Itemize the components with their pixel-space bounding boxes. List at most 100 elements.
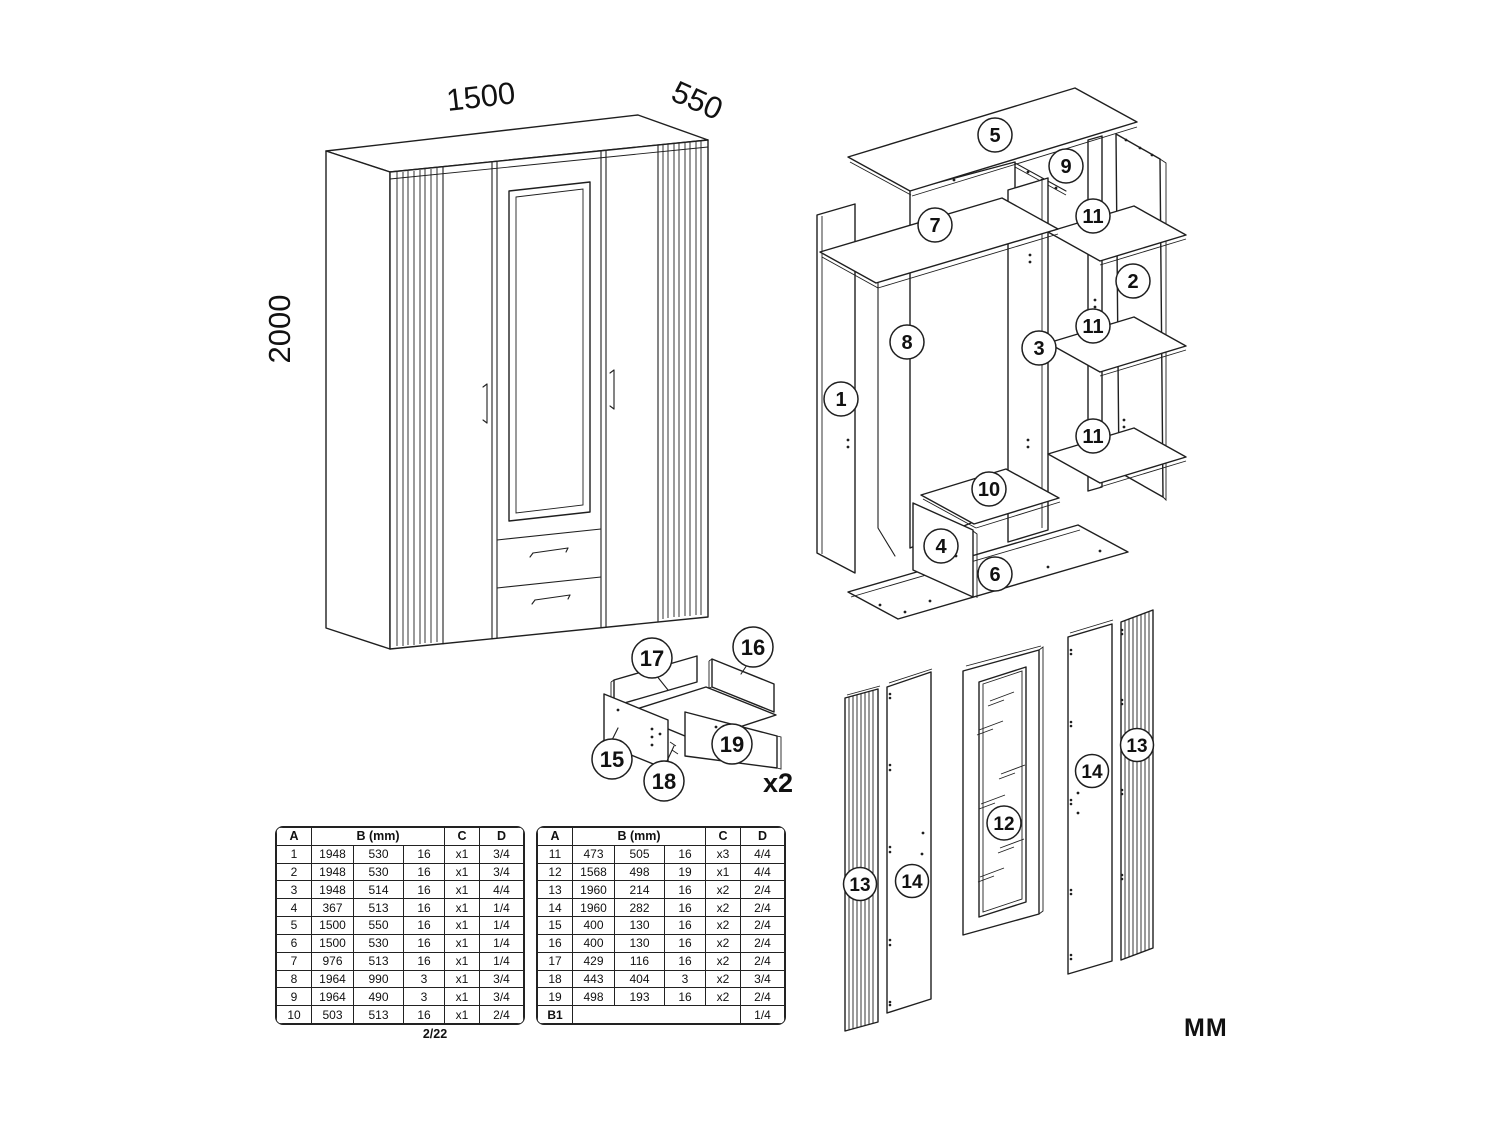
callout-part-18: 18 (643, 760, 685, 802)
table-cell: 513 (353, 898, 404, 918)
table-header-cell: C (705, 827, 741, 846)
table-cell: 16 (664, 898, 706, 918)
table-cell: 3 (276, 880, 312, 900)
table-cell: 514 (353, 880, 404, 900)
table-cell: 498 (572, 987, 615, 1007)
table-header-cell: D (479, 827, 524, 846)
wardrobe-overview-drawing: 1500 550 2000 (262, 74, 728, 650)
table-cell: 6 (276, 933, 312, 953)
svg-text:5: 5 (989, 125, 1000, 147)
table-cell: 1/4 (479, 933, 524, 953)
dimension-height: 2000 (262, 295, 297, 364)
callout-part-3: 3 (1021, 330, 1057, 366)
table-cell: 11 (537, 844, 573, 864)
callout-part-17: 17 (631, 637, 673, 679)
table-cell: 4/4 (479, 880, 524, 900)
callout-part-9: 9 (1048, 148, 1084, 184)
svg-text:11: 11 (1082, 316, 1103, 338)
table-cell: 3/4 (740, 969, 785, 989)
callout-part-15: 15 (591, 738, 633, 780)
table-cell: 4/4 (740, 844, 785, 864)
fluted-strip-left (396, 168, 438, 646)
table-cell: 3/4 (479, 844, 524, 864)
drawer-handle-bottom (531, 594, 571, 605)
table-header-cell: D (740, 827, 785, 846)
table-cell: x2 (705, 951, 741, 971)
table-cell: x1 (444, 880, 480, 900)
table-cell: 1948 (311, 880, 354, 900)
table-cell: 5 (276, 916, 312, 935)
door-handle-right (609, 369, 615, 410)
svg-text:7: 7 (929, 215, 940, 237)
table-cell: 530 (353, 933, 404, 953)
svg-text:10: 10 (978, 479, 1000, 501)
table-cell: 2/4 (740, 916, 785, 935)
table-cell: 130 (614, 933, 665, 953)
table-cell: 193 (614, 987, 665, 1007)
callout-part-12: 12 (986, 805, 1022, 841)
table-cell: 513 (353, 1005, 404, 1024)
table-cell: x2 (705, 987, 741, 1007)
callout-part-16: 16 (732, 626, 774, 668)
table-cell: 116 (614, 951, 665, 971)
callout-part-19: 19 (711, 723, 753, 765)
table-cell: 1948 (311, 862, 354, 882)
table-cell: 2/4 (479, 1005, 524, 1024)
table-cell: 16 (664, 844, 706, 864)
svg-text:17: 17 (640, 646, 664, 671)
svg-text:1: 1 (835, 389, 846, 411)
table-cell: 503 (311, 1005, 354, 1024)
table-cell: 1964 (311, 969, 354, 989)
table-cell: 367 (311, 898, 354, 918)
table-cell: x3 (705, 844, 741, 864)
table-cell: x1 (444, 862, 480, 882)
table-cell: 16 (403, 951, 445, 971)
callout-part-2: 2 (1115, 263, 1151, 299)
table-cell: 19 (664, 862, 706, 882)
table-cell: 16 (664, 951, 706, 971)
svg-text:19: 19 (720, 732, 744, 757)
svg-text:2: 2 (1127, 271, 1138, 293)
svg-text:4: 4 (935, 536, 947, 558)
table-cell: 400 (572, 933, 615, 953)
table-cell: x2 (705, 933, 741, 953)
table-cell: 9 (276, 987, 312, 1007)
table-cell: 3 (664, 969, 706, 989)
table-header-cell: A (276, 827, 312, 846)
table-cell: 1960 (572, 898, 615, 918)
drawer-handle-top (529, 547, 569, 558)
table-cell: B1 (537, 1005, 573, 1024)
svg-text:6: 6 (989, 564, 1000, 586)
table-cell: x2 (705, 880, 741, 900)
svg-text:8: 8 (901, 332, 912, 354)
table-cell: 2/4 (740, 880, 785, 900)
table-cell: 3/4 (479, 969, 524, 989)
table-cell: 16 (403, 898, 445, 918)
table-header-cell: B (mm) (311, 827, 445, 846)
table-cell: 4/4 (740, 862, 785, 882)
table-cell: 16 (403, 880, 445, 900)
table-cell: 1948 (311, 844, 354, 864)
table-cell: 16 (664, 880, 706, 900)
units-label: MM (1184, 1014, 1228, 1042)
table-cell: x1 (705, 862, 741, 882)
table-cell: 7 (276, 951, 312, 971)
door-panels-drawing: 13 14 12 14 13 (842, 609, 1155, 1032)
table-cell: 18 (537, 969, 573, 989)
exploded-view-drawing: 5 9 7 11 2 11 8 3 1 11 10 (816, 87, 1187, 620)
table-cell: 530 (353, 862, 404, 882)
